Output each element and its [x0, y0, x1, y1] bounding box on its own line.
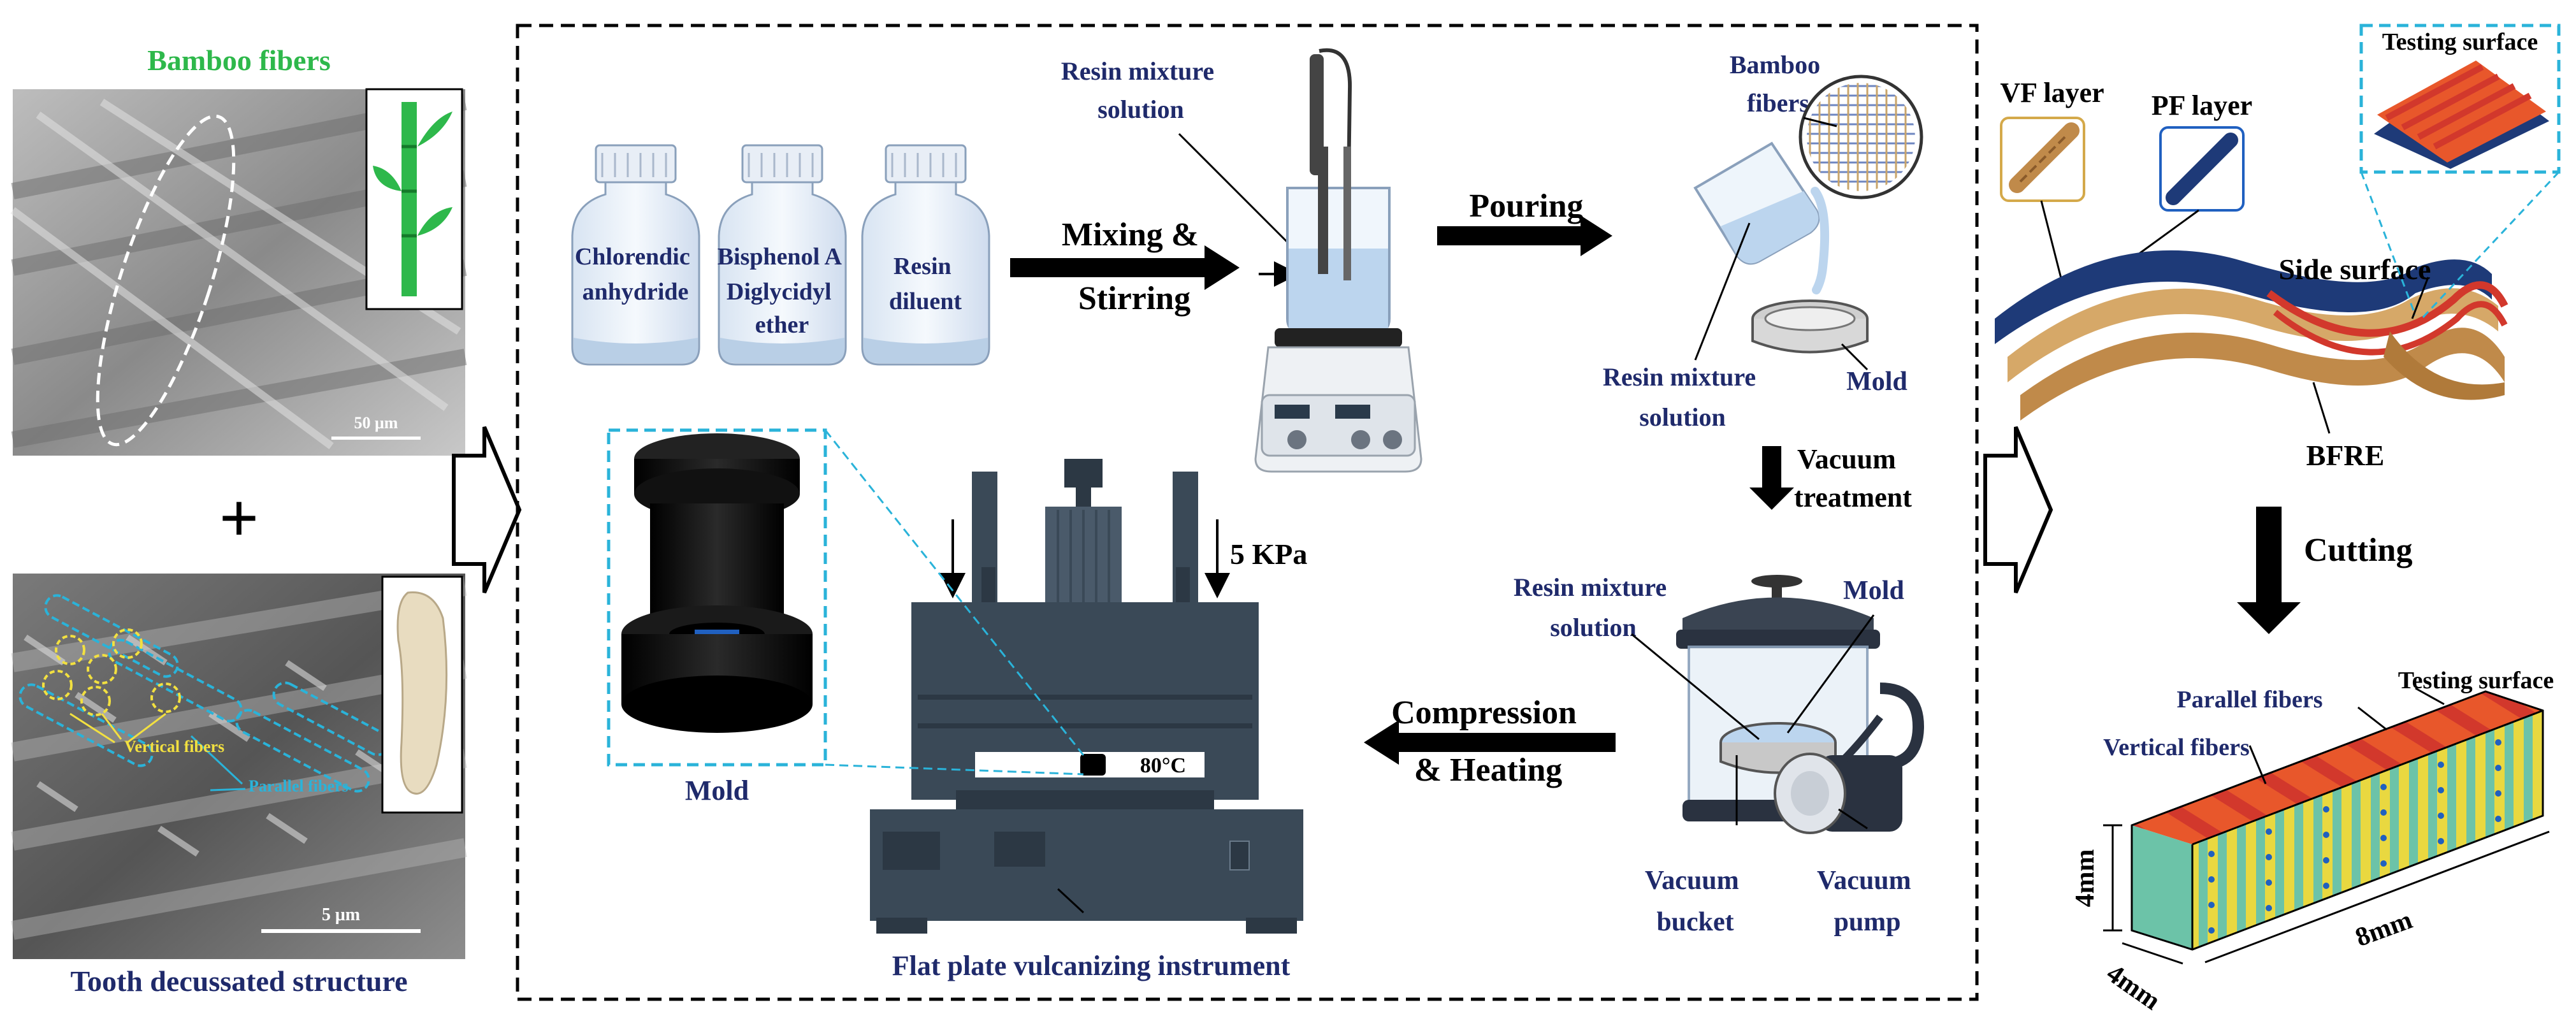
vulcanizing-instrument [870, 459, 1303, 934]
dim-length-label: 8mm [2352, 906, 2416, 953]
depth-dim-line [2122, 942, 2183, 965]
tooth-parallel-fibers-label: Parallel fibers [249, 777, 349, 795]
pf-layer-icon [2166, 133, 2238, 205]
tooth-decussated-title: Tooth decussated structure [70, 965, 407, 997]
pouring-beaker [1693, 141, 1830, 294]
height-dim-line [2103, 824, 2122, 932]
mold-bottom-label: Mold [1843, 576, 1904, 605]
mold-zoom-leaders [824, 430, 1085, 776]
mixing-label: Mixing & Stirring [1062, 217, 1207, 317]
hollow-arrow-left [452, 426, 522, 594]
specimen-leaders [2248, 687, 2445, 784]
testing-surface-top-label: Testing surface [2382, 29, 2538, 55]
mold-zoom-frame [607, 428, 827, 767]
length-dim-line [2204, 830, 2550, 964]
vacuum-pump [1774, 714, 1902, 834]
bottle-2-label: Bisphenol A Diglycidyl ether [718, 243, 847, 338]
instrument-leader [1057, 888, 1085, 914]
mold-top-leader [1841, 343, 1869, 371]
bamboo-fiber-outline [96, 114, 236, 447]
compression-arrow [1364, 720, 1616, 765]
mold-top-label: Mold [1846, 367, 1907, 396]
resin-mid-leader [1694, 222, 1751, 361]
mixing-arrow [1010, 245, 1240, 290]
vacuum-leaders [1631, 614, 1875, 830]
tooth-icon [381, 575, 463, 814]
testing-surface-zoom-block [2374, 61, 2549, 169]
tooth-scale-bar [261, 929, 421, 933]
dim-height-label: 4mm [2071, 849, 2100, 907]
vf-layer-label: VF layer [2000, 77, 2104, 108]
temperature-label: 80°C [1140, 754, 1186, 777]
bfre-label: BFRE [2306, 439, 2385, 472]
bottle-3-label: Resin diluent [889, 253, 962, 315]
bottle-resin-diluent [861, 144, 990, 366]
compression-label: Compression & Heating [1391, 695, 1585, 788]
resin-top-leader [1178, 133, 1289, 243]
cutting-label: Cutting [2304, 532, 2412, 568]
magnetic-stirrer [1254, 48, 1422, 473]
bottle-chlorendic [571, 144, 700, 366]
pf-layer-label: PF layer [2152, 90, 2252, 121]
cutting-arrow [2237, 507, 2301, 634]
parallel-fibers-label: Parallel fibers [2177, 686, 2323, 713]
resin-top-label: Resin mixture solution [1061, 57, 1220, 124]
bamboo-fiber-mesh-disk [1798, 75, 1923, 199]
vacuum-bucket [1676, 575, 1925, 821]
pouring-label: Pouring [1469, 188, 1583, 224]
bfre-leader [2312, 382, 2331, 434]
resin-mid-label: Resin mixture solution [1603, 363, 1762, 431]
mold-press-label: Mold [685, 775, 749, 806]
side-surface-leader [2411, 277, 2429, 319]
bamboo-icon [365, 88, 463, 310]
pressure-label: 5 KPa [1230, 538, 1307, 570]
vacuum-treatment-arrow [1749, 446, 1794, 510]
bfre-wave-laminate [1995, 250, 2508, 421]
testing-surface-bottom-label: Testing surface [2398, 667, 2554, 694]
instrument-label: Flat plate vulcanizing instrument [892, 950, 1291, 981]
dim-depth-label: 4mm [2101, 958, 2166, 1016]
hollow-arrow-right [1983, 426, 2053, 594]
bamboo-scale-label: 50 μm [354, 414, 398, 432]
vertical-fibers-label: Vertical fibers [2103, 734, 2250, 761]
bottle-bisphenol [718, 144, 847, 366]
bamboo-fibers-process-label: Bamboo fibers [1730, 50, 1827, 117]
bamboo-fibers-title: Bamboo fibers [147, 44, 331, 76]
vacuum-bucket-label: Vacuum bucket [1645, 866, 1746, 937]
process-dashed-frame [516, 24, 1979, 1001]
mold-cylinder [621, 433, 813, 733]
testing-zoom-leaders [2360, 171, 2560, 320]
bottle-1-label: Chlorendic anhydride [575, 243, 696, 305]
vacuum-pump-label: Vacuum pump [1817, 866, 1918, 937]
resin-bottom-label: Resin mixture solution [1514, 573, 1673, 642]
pouring-arrow [1437, 215, 1612, 256]
side-surface-label: Side surface [2279, 253, 2431, 285]
specimen-block [2131, 690, 2544, 951]
plus-sign: + [219, 479, 259, 557]
tooth-vertical-fibers-label: Vertical fibers [124, 737, 224, 756]
bamboo-leader [1803, 117, 1837, 127]
bamboo-scale-bar [331, 437, 421, 440]
tooth-scale-label: 5 μm [322, 905, 360, 925]
vacuum-treatment-label: Vacuum treatment [1794, 444, 1912, 513]
mold-dish [1751, 300, 1869, 354]
